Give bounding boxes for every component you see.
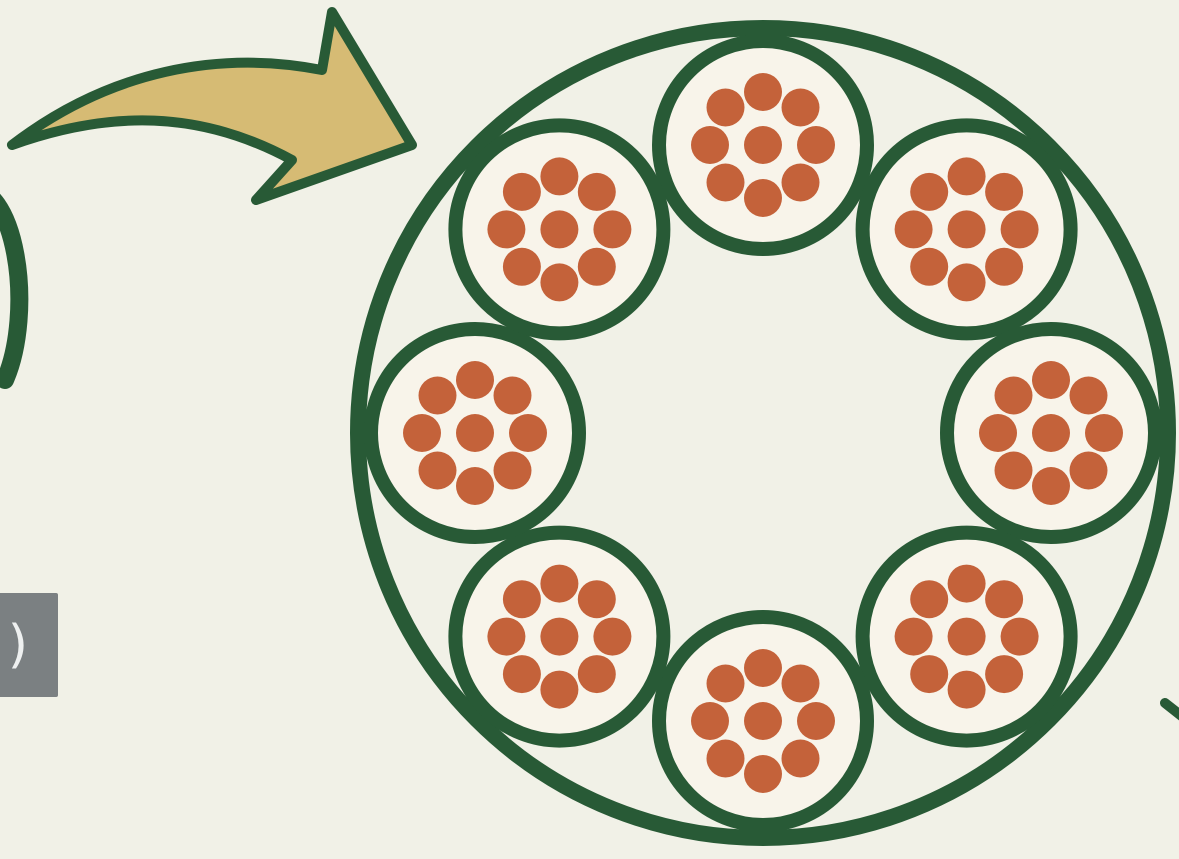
- copper-strand: [910, 173, 948, 211]
- copper-strand: [707, 89, 745, 127]
- copper-strand: [948, 618, 986, 656]
- label-box-text: ): [8, 593, 28, 697]
- copper-strand: [403, 414, 441, 452]
- copper-strand: [744, 179, 782, 217]
- copper-strand: [1001, 618, 1039, 656]
- copper-strand: [910, 655, 948, 693]
- copper-strand: [995, 377, 1033, 415]
- copper-strand: [578, 580, 616, 618]
- copper-strand: [985, 173, 1023, 211]
- copper-strand: [985, 655, 1023, 693]
- copper-strand: [948, 263, 986, 301]
- copper-strand: [503, 580, 541, 618]
- copper-strand: [503, 173, 541, 211]
- copper-strand: [540, 157, 578, 195]
- copper-strand: [540, 210, 578, 248]
- copper-strand: [593, 210, 631, 248]
- copper-strand: [985, 248, 1023, 286]
- copper-strand: [1032, 361, 1070, 399]
- copper-strand: [1032, 467, 1070, 505]
- copper-strand: [744, 702, 782, 740]
- copper-strand: [782, 740, 820, 778]
- copper-strand: [456, 361, 494, 399]
- copper-strand: [948, 565, 986, 603]
- copper-strand: [979, 414, 1017, 452]
- copper-strand: [782, 665, 820, 703]
- copper-strand: [503, 248, 541, 286]
- copper-strand: [782, 89, 820, 127]
- copper-strand: [797, 702, 835, 740]
- copper-strand: [744, 126, 782, 164]
- copper-strand: [691, 702, 729, 740]
- copper-strand: [540, 618, 578, 656]
- copper-strand: [540, 263, 578, 301]
- copper-strand: [948, 671, 986, 709]
- copper-strand: [995, 452, 1033, 490]
- copper-strand: [1032, 414, 1070, 452]
- copper-strand: [797, 126, 835, 164]
- copper-strand: [578, 655, 616, 693]
- copper-strand: [782, 164, 820, 202]
- copper-strand: [509, 414, 547, 452]
- right-partial-line: [1165, 703, 1179, 718]
- copper-strand: [985, 580, 1023, 618]
- curved-arrow-icon: [12, 12, 412, 200]
- copper-strand: [744, 755, 782, 793]
- copper-strand: [707, 164, 745, 202]
- left-partial-circle: [0, 189, 19, 380]
- copper-strand: [707, 665, 745, 703]
- copper-strand: [1070, 452, 1108, 490]
- copper-strand: [895, 210, 933, 248]
- copper-strand: [744, 649, 782, 687]
- copper-strand: [707, 740, 745, 778]
- copper-strand: [494, 377, 532, 415]
- copper-strand: [456, 467, 494, 505]
- copper-strand: [744, 73, 782, 111]
- copper-strand: [1001, 210, 1039, 248]
- copper-strand: [910, 580, 948, 618]
- copper-strand: [948, 210, 986, 248]
- copper-strand: [1070, 377, 1108, 415]
- copper-strand: [1085, 414, 1123, 452]
- copper-strand: [487, 210, 525, 248]
- copper-strand: [487, 618, 525, 656]
- copper-strand: [494, 452, 532, 490]
- copper-strand: [540, 671, 578, 709]
- copper-strand: [419, 377, 457, 415]
- copper-strand: [948, 157, 986, 195]
- copper-strand: [503, 655, 541, 693]
- copper-strand: [540, 565, 578, 603]
- copper-strand: [593, 618, 631, 656]
- copper-strand: [578, 248, 616, 286]
- copper-strand: [910, 248, 948, 286]
- bundle-group: [371, 41, 1155, 825]
- copper-strand: [456, 414, 494, 452]
- copper-strand: [895, 618, 933, 656]
- copper-strand: [691, 126, 729, 164]
- label-box: ): [0, 593, 58, 697]
- copper-strand: [578, 173, 616, 211]
- copper-strand: [419, 452, 457, 490]
